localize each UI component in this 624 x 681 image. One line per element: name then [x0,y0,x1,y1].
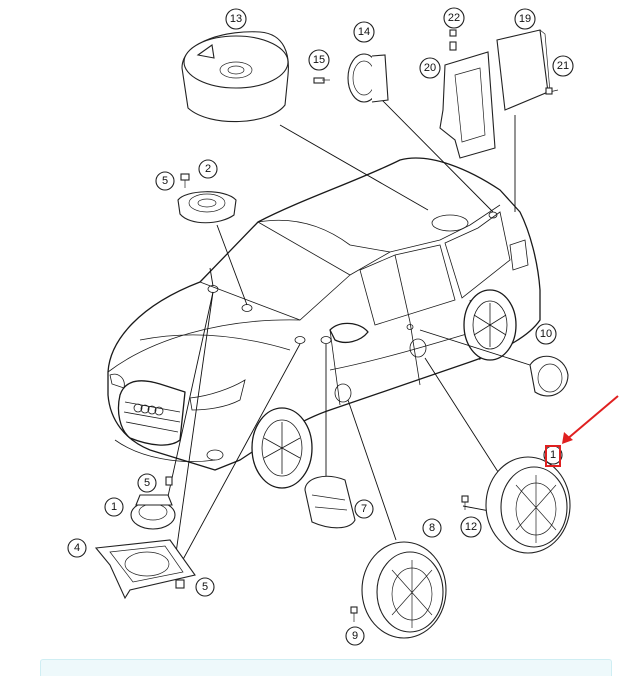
callout-15: 15 [308,49,330,71]
svg-text:5: 5 [144,477,150,489]
part-screw-22 [449,29,457,37]
svg-text:8: 8 [429,522,435,534]
callout-12: 12 [460,516,482,538]
callout-8: 8 [422,518,442,538]
part-door-module [304,475,356,529]
svg-text:5: 5 [202,581,208,593]
part-door-speaker-front [361,541,447,639]
part-tweeter-door [529,355,569,397]
svg-text:2: 2 [205,163,211,175]
part-screw-15 [313,77,330,84]
svg-text:15: 15 [313,54,325,66]
svg-text:7: 7 [361,503,367,515]
callout-3: 4 [67,538,87,558]
svg-text:10: 10 [540,328,552,340]
callout-7: 7 [354,499,374,519]
callout-19: 19 [514,8,536,30]
callout-1-rear-highlighted: 1 [543,445,563,467]
callout-22: 22 [443,7,465,29]
part-tweeter-rear [347,53,389,103]
callout-21: 21 [552,55,574,77]
part-screw-12 [461,495,469,510]
callout-1-front: 1 [104,497,124,517]
part-door-speaker-rear [485,456,571,554]
callout-4: 5 [195,577,215,597]
svg-text:9: 9 [352,630,358,642]
part-subwoofer [181,31,289,123]
svg-text:21: 21 [557,60,569,72]
svg-text:1: 1 [111,501,117,513]
callout-13: 13 [225,8,247,30]
part-nut [175,579,185,589]
callout-9: 9 [345,626,365,646]
svg-text:19: 19 [519,13,531,25]
part-bracket [94,539,196,600]
svg-text:22: 22 [448,12,460,24]
callout-2: 2 [198,159,218,179]
part-screw-9 [350,606,358,622]
footer-bar [40,659,612,676]
svg-text:20: 20 [424,62,436,74]
svg-text:12: 12 [465,521,477,533]
svg-text:4: 4 [74,542,80,554]
callout-5-top: 5 [155,171,175,191]
svg-text:1: 1 [550,449,556,461]
svg-text:14: 14 [358,26,370,38]
part-front-speaker [130,476,176,530]
part-tweeter-dash [177,173,237,224]
callout-5-bottom: 5 [137,473,157,493]
highlight-box [545,445,561,467]
highlight-arrow [562,395,619,444]
svg-text:5: 5 [162,175,168,187]
part-amplifier [439,29,559,159]
callout-10: 10 [535,323,557,345]
part-screw-21 [545,87,553,95]
svg-text:13: 13 [230,13,242,25]
callout-20: 20 [419,57,441,79]
callout-14: 14 [353,21,375,43]
callout-labels: 13 14 15 22 19 20 21 5 2 10 5 1 4 5 7 8 … [67,7,574,646]
leader-lines [164,97,531,566]
car-illustration [107,157,541,489]
